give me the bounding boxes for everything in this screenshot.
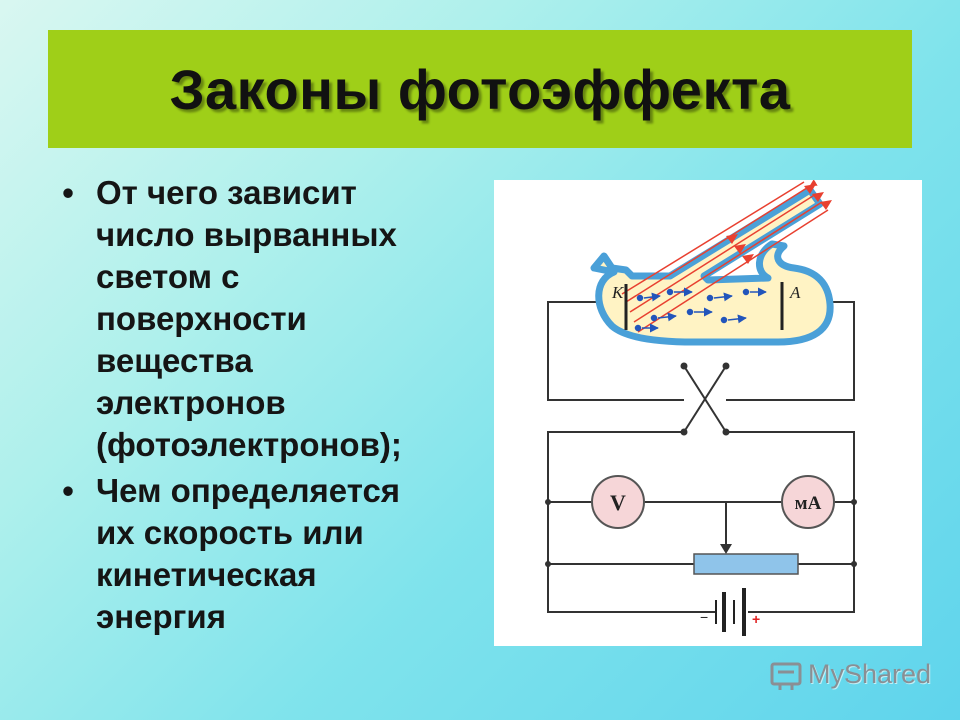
- rheostat: [693, 553, 799, 575]
- vacuum-tube: [590, 186, 834, 346]
- watermark-text: MyShared: [808, 658, 932, 689]
- bullet-line: Чем определяется: [96, 472, 401, 509]
- bullet-line: их скорость или: [96, 514, 364, 551]
- reversing-switch: [680, 362, 730, 436]
- myshared-logo-icon: [770, 662, 802, 690]
- light-rays: [621, 180, 829, 333]
- bullet-line: электронов: [96, 384, 286, 421]
- milliammeter: мА: [781, 475, 835, 529]
- bullet-line: кинетическая: [96, 556, 317, 593]
- bullet-line: поверхности: [96, 300, 307, 337]
- bullet-line: (фотоэлектронов);: [96, 426, 402, 463]
- bullet-item-2: • Чем определяется их скорость или кинет…: [58, 470, 458, 638]
- battery-minus-label: −: [700, 609, 708, 625]
- myshared-watermark: MyShared: [768, 656, 931, 692]
- bullet-marker: •: [62, 174, 74, 211]
- photoelectrons: [634, 287, 767, 333]
- bullet-line: энергия: [96, 598, 226, 635]
- battery-plus-label: +: [752, 611, 760, 627]
- cathode-label: K: [611, 283, 625, 302]
- anode-label: A: [789, 283, 801, 302]
- photoeffect-circuit-diagram: K A V мА: [494, 180, 922, 646]
- bullet-line: От чего зависит: [96, 174, 357, 211]
- circuit-wires: [547, 301, 855, 613]
- bullet-line: число вырванных: [96, 216, 397, 253]
- rheostat-slider-arrow: [720, 544, 732, 554]
- milliammeter-label: мА: [795, 493, 822, 514]
- bullet-line: вещества: [96, 342, 253, 379]
- slide-title: Законы фотоэффекта: [169, 57, 791, 121]
- bullet-marker: •: [62, 472, 74, 509]
- bullet-item-1: • От чего зависит число вырванных светом…: [58, 172, 458, 466]
- voltmeter-label: V: [610, 490, 626, 515]
- battery: [715, 588, 746, 636]
- bullet-list: • От чего зависит число вырванных светом…: [58, 172, 458, 642]
- light-ray-arrowheads: [726, 184, 832, 264]
- wire-junctions: [545, 499, 857, 567]
- circuit-svg: K A V мА: [545, 180, 857, 636]
- bullet-line: светом с: [96, 258, 240, 295]
- title-banner: Законы фотоэффекта: [48, 30, 912, 148]
- voltmeter: V: [591, 475, 645, 529]
